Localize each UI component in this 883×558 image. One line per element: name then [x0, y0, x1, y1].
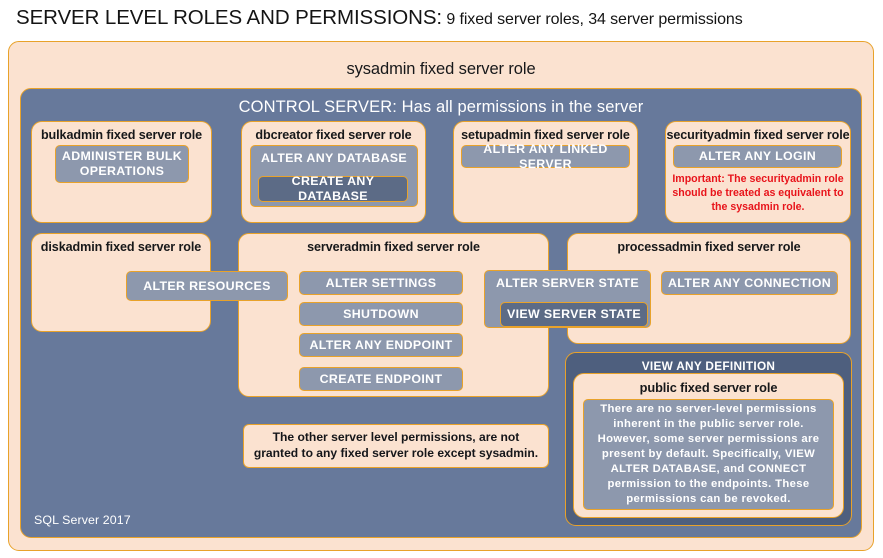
- permission-administer-bulk-operations[interactable]: ADMINISTER BULK OPERATIONS: [55, 145, 189, 183]
- control-server-label: CONTROL SERVER: Has all permissions in t…: [238, 98, 644, 116]
- permission-alter-any-login[interactable]: ALTER ANY LOGIN: [673, 145, 842, 168]
- bulkadmin-role-label: bulkadmin fixed server role: [40, 128, 203, 142]
- securityadmin-warning-note: Important: The securityadmin role should…: [672, 173, 844, 214]
- page-title-subtitle: 9 fixed server roles, 34 server permissi…: [442, 11, 743, 28]
- securityadmin-role-label: securityadmin fixed server role: [666, 128, 850, 142]
- other-permissions-note: The other server level permissions, are …: [243, 424, 549, 468]
- permission-shutdown[interactable]: SHUTDOWN: [299, 302, 463, 326]
- permission-alter-any-connection[interactable]: ALTER ANY CONNECTION: [661, 271, 838, 295]
- diskadmin-role-label: diskadmin fixed server role: [40, 240, 202, 254]
- footer-version-label: SQL Server 2017: [34, 513, 131, 527]
- page-title: SERVER LEVEL ROLES AND PERMISSIONS: 9 fi…: [16, 6, 876, 34]
- permission-alter-any-linked-server[interactable]: ALTER ANY LINKED SERVER: [461, 142, 630, 171]
- sysadmin-role-label: sysadmin fixed server role: [346, 60, 536, 78]
- view-any-definition-label: VIEW ANY DEFINITION: [641, 359, 776, 373]
- public-role-label: public fixed server role: [639, 380, 778, 395]
- setupadmin-role-label: setupadmin fixed server role: [461, 128, 630, 142]
- permission-create-any-database[interactable]: CREATE ANY DATABASE: [258, 174, 408, 203]
- role-box-setupadmin: setupadmin fixed server role: [453, 121, 638, 223]
- processadmin-role-label: processadmin fixed server role: [617, 240, 801, 254]
- serveradmin-role-label: serveradmin fixed server role: [307, 240, 480, 254]
- permission-alter-settings[interactable]: ALTER SETTINGS: [299, 271, 463, 295]
- permission-view-server-state[interactable]: VIEW SERVER STATE: [500, 302, 648, 327]
- public-role-note: There are no server-level permissions in…: [583, 399, 834, 510]
- permission-alter-resources[interactable]: ALTER RESOURCES: [126, 271, 288, 301]
- permission-create-endpoint[interactable]: CREATE ENDPOINT: [299, 367, 463, 391]
- role-box-securityadmin: securityadmin fixed server role Importan…: [665, 121, 851, 223]
- permission-alter-any-endpoint[interactable]: ALTER ANY ENDPOINT: [299, 333, 463, 357]
- page-title-strong: SERVER LEVEL ROLES AND PERMISSIONS:: [16, 6, 443, 29]
- dbcreator-role-label: dbcreator fixed server role: [255, 128, 412, 142]
